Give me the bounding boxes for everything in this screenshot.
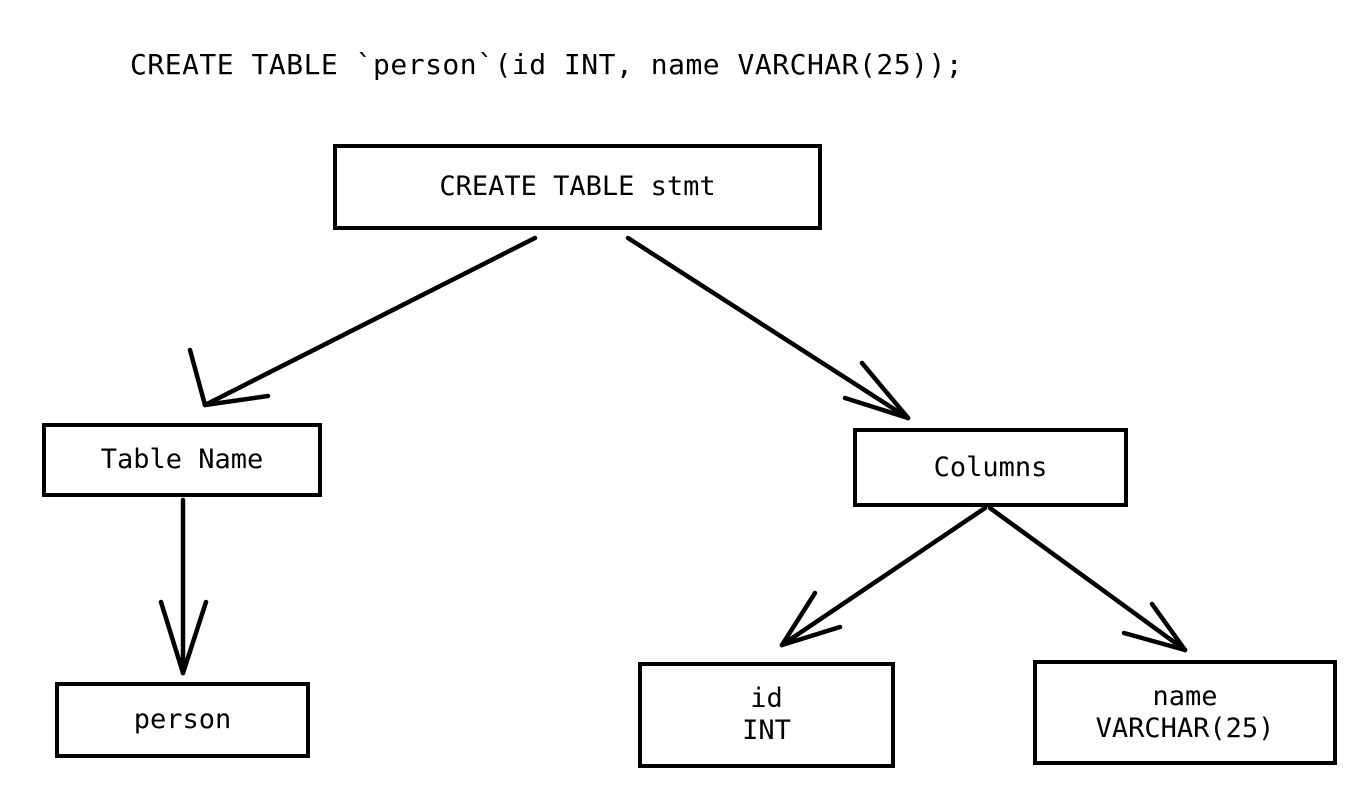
node-label: id [750,683,783,715]
node-create-table-stmt[interactable]: CREATE TABLE stmt [333,144,822,230]
node-label: Columns [933,451,1048,483]
node-column-name[interactable]: name VARCHAR(25) [1033,660,1337,765]
node-label-type: INT [742,715,791,746]
node-label-type: VARCHAR(25) [1095,712,1275,744]
node-label: name [1152,680,1218,712]
node-label: CREATE TABLE stmt [439,171,716,203]
edge-columns-to-id [779,505,988,648]
edge-tablename-to-person [158,497,209,676]
node-table-name[interactable]: Table Name [42,423,322,497]
sql-statement-caption: CREATE TABLE `person`(id INT, name VARCH… [130,48,964,81]
node-label: Table Name [100,444,264,476]
edge-root-to-tablename [187,235,538,408]
edge-root-to-columns [625,235,911,421]
node-column-id[interactable]: id INT [638,662,895,768]
node-columns[interactable]: Columns [853,428,1128,507]
node-label: person [133,704,232,736]
node-person[interactable]: person [55,682,310,758]
edge-columns-to-name [987,505,1188,653]
